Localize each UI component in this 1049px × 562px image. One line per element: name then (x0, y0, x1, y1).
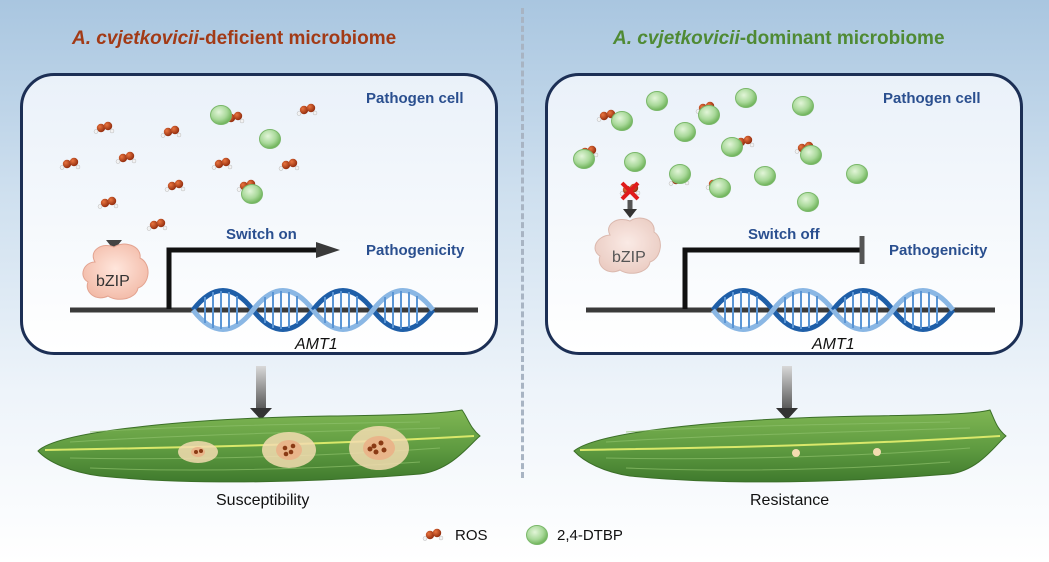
left-gene-label: AMT1 (295, 336, 338, 353)
right-outcome-label: Resistance (750, 492, 830, 509)
right-cell-label: Pathogen cell (883, 90, 981, 107)
minor-lesion (873, 448, 881, 456)
right-bzip-label: bZIP (612, 249, 646, 266)
ros-molecule (164, 179, 186, 192)
ros-molecule (278, 158, 300, 171)
left-title-rest: -deficient microbiome (198, 28, 397, 49)
ros-legend-icon (422, 528, 444, 541)
dtbp-molecule (721, 137, 743, 157)
dtbp-molecule (573, 149, 595, 169)
right-title-species: A. cvjetkovicii (613, 28, 740, 49)
left-bzip-label: bZIP (96, 273, 130, 290)
minor-lesion (792, 449, 800, 457)
ros-molecule (211, 157, 233, 170)
inhibition-x-icon (620, 181, 640, 201)
ros-molecule (97, 196, 119, 209)
left-leaf (37, 409, 481, 483)
right-title-rest: -dominant microbiome (739, 28, 945, 49)
dtbp-molecule (735, 88, 757, 108)
ros-molecule (146, 218, 168, 231)
panel-divider (521, 8, 524, 478)
left-outcome-label: Susceptibility (216, 492, 310, 509)
ros-legend-label: ROS (455, 527, 488, 544)
dtbp-molecule (792, 96, 814, 116)
lesion (178, 441, 218, 463)
right-dtbp-molecules (573, 88, 868, 212)
right-switch-label: Switch off (748, 226, 820, 243)
dtbp-molecule (754, 166, 776, 186)
dtbp-molecule (698, 105, 720, 125)
dtbp-molecule (674, 122, 696, 142)
dtbp-molecule (797, 192, 819, 212)
left-cell-label: Pathogen cell (366, 90, 464, 107)
right-pathogenicity-label: Pathogenicity (889, 242, 988, 259)
left-ros-molecules (59, 103, 318, 231)
ros-molecule (115, 151, 137, 164)
dtbp-molecule (210, 105, 232, 125)
right-panel-title: A. cvjetkovicii-dominant microbiome (613, 28, 945, 50)
right-leaf (573, 409, 1007, 483)
dtbp-molecule (624, 152, 646, 172)
left-switch-label: Switch on (226, 226, 297, 243)
dtbp-legend-icon (526, 525, 548, 545)
dtbp-molecule (800, 145, 822, 165)
dtbp-legend-label: 2,4-DTBP (557, 527, 623, 544)
dtbp-molecule (241, 184, 263, 204)
dtbp-molecule (669, 164, 691, 184)
dtbp-molecule (646, 91, 668, 111)
left-pathogenicity-label: Pathogenicity (366, 242, 465, 259)
left-panel-title: A. cvjetkovicii-deficient microbiome (72, 28, 396, 50)
right-bzip-protein (594, 217, 661, 274)
dtbp-molecule (846, 164, 868, 184)
left-bzip-protein (82, 243, 149, 300)
left-dtbp-molecules (210, 105, 281, 204)
ros-molecule (59, 157, 81, 170)
ros-molecule (160, 125, 182, 138)
right-gene-label: AMT1 (812, 336, 855, 353)
ros-molecule (296, 103, 318, 116)
ros-molecule (93, 121, 115, 134)
dtbp-molecule (259, 129, 281, 149)
dtbp-molecule (611, 111, 633, 131)
left-title-species: A. cvjetkovicii (72, 28, 199, 49)
lesion (262, 432, 316, 468)
dtbp-molecule (709, 178, 731, 198)
lesion (349, 426, 409, 470)
